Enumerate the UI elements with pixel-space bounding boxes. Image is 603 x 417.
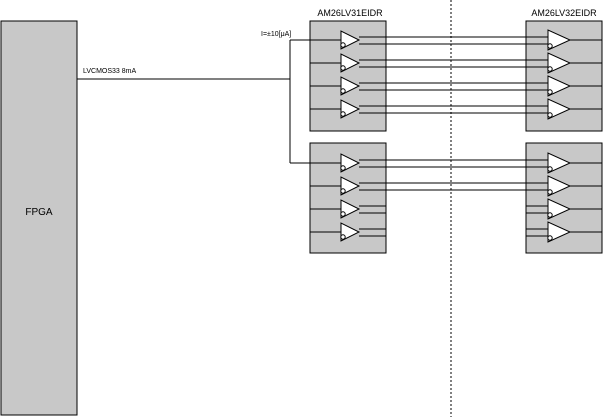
receiver-buffer xyxy=(547,29,572,51)
receiver-invert-bubble xyxy=(547,89,553,95)
driver-invert-bubble xyxy=(340,88,346,94)
receiver-invert-bubble xyxy=(547,112,553,118)
driver-label: AM26LV31EIDR xyxy=(317,8,383,18)
receiver-label: AM26LV32EIDR xyxy=(531,8,597,18)
driver-invert-bubble xyxy=(340,42,346,48)
receiver-buffer xyxy=(547,52,572,74)
channels xyxy=(310,29,602,243)
driver-invert-bubble xyxy=(340,211,346,217)
driver-invert-bubble xyxy=(340,111,346,117)
driver-invert-bubble xyxy=(340,188,346,194)
receiver-buffer xyxy=(547,175,572,197)
fpga-label: FPGA xyxy=(25,207,53,218)
fpga-block xyxy=(0,20,78,416)
receiver-buffer xyxy=(547,221,572,243)
receiver-invert-bubble xyxy=(547,166,553,172)
net-label: LVCMOS33 8mA xyxy=(83,68,136,75)
receiver-buffer xyxy=(547,152,572,174)
current-label: I=±10[μA] xyxy=(261,31,291,38)
driver-invert-bubble xyxy=(340,65,346,71)
receiver-invert-bubble xyxy=(547,212,553,218)
receiver-buffer xyxy=(547,75,572,97)
receiver-buffer xyxy=(547,98,572,120)
receiver-invert-bubble xyxy=(547,66,553,72)
receiver-invert-bubble xyxy=(547,235,553,241)
receiver-invert-bubble xyxy=(547,43,553,49)
receiver-invert-bubble xyxy=(547,189,553,195)
driver-invert-bubble xyxy=(340,165,346,171)
receiver-buffer xyxy=(547,198,572,220)
driver-invert-bubble xyxy=(340,234,346,240)
